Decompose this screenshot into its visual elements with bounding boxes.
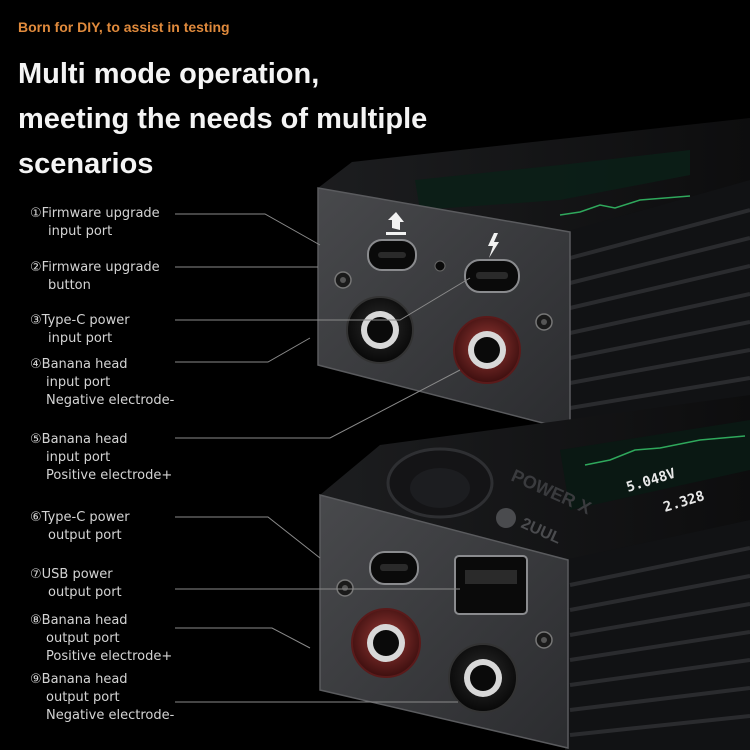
port-label-5-line-3: Positive electrode+ (46, 468, 173, 483)
port-label-4-line-1: Banana head (41, 357, 128, 372)
banana-input-positive (453, 316, 521, 384)
firmware-upgrade-button (434, 260, 446, 272)
port-label-9-line-1: Banana head (41, 672, 128, 687)
port-label-5: ⑤Banana head input port Positive electro… (30, 431, 172, 485)
upper-unit (317, 118, 750, 431)
brand-logo-icon (496, 508, 516, 528)
port-label-2: ②Firmware upgrade button (30, 259, 160, 295)
port-label-1-num: ① (30, 206, 42, 221)
port-label-7: ⑦USB power output port (30, 566, 122, 602)
port-label-5-line-2: input port (46, 450, 111, 465)
port-label-3-num: ③ (30, 313, 42, 328)
usb-power-output-port (454, 555, 528, 615)
port-label-1: ①Firmware upgrade input port (30, 205, 160, 241)
port-label-3-line-1: Type-C power (41, 313, 130, 328)
lightning-icon (488, 233, 499, 258)
banana-output-positive (351, 608, 421, 678)
upper-unit-side (565, 180, 750, 430)
leader-line-6 (175, 516, 321, 559)
leader-lines (175, 213, 471, 703)
port-label-8-num: ⑧ (30, 613, 42, 628)
banana-output-negative (448, 643, 518, 713)
port-label-6-line-2: output port (48, 528, 122, 543)
tagline: Born for DIY, to assist in testing (18, 19, 230, 35)
port-label-6-line-1: Type-C power (41, 510, 130, 525)
upper-screen (415, 150, 690, 210)
headline-line-1: Multi mode operation, (18, 58, 320, 90)
port-label-9-line-3: Negative electrode- (46, 708, 175, 723)
leader-line-3 (175, 277, 471, 321)
port-label-8-line-2: output port (46, 631, 120, 646)
leader-line-8 (175, 627, 311, 649)
headline-line-3: scenarios (18, 148, 154, 180)
lower-fins (569, 546, 750, 737)
port-label-8: ⑧Banana head output port Positive electr… (30, 612, 172, 666)
leader-line-1 (175, 213, 321, 246)
port-label-7-line-2: output port (48, 585, 122, 600)
port-label-9-line-2: output port (46, 690, 120, 705)
usb-power-output-port-tongue (465, 570, 517, 584)
port-label-1-line-1: Firmware upgrade (41, 206, 160, 221)
port-label-9: ⑨Banana head output port Negative electr… (30, 671, 174, 725)
port-label-8-line-1: Banana head (41, 613, 128, 628)
port-label-2-line-1: Firmware upgrade (41, 260, 160, 275)
lower-unit: 5.048V 2.328 POWER X 2UUL (319, 395, 750, 750)
upper-screw-right-center (541, 319, 547, 325)
upper-fins (569, 208, 750, 410)
upload-icon (386, 212, 406, 235)
port-label-7-line-1: USB power (41, 567, 113, 582)
port-label-3-line-2: input port (48, 331, 113, 346)
leader-line-5 (175, 369, 461, 439)
banana-input-negative (346, 296, 414, 364)
port-label-5-line-1: Banana head (41, 432, 128, 447)
port-label-5-num: ⑤ (30, 432, 42, 447)
port-label-2-line-2: button (48, 278, 91, 293)
port-label-6: ⑥Type-C power output port (30, 509, 130, 545)
rotary-knob-cap (410, 468, 470, 508)
upper-screw-left-center (340, 277, 346, 283)
upper-screen-graph (559, 195, 691, 216)
port-label-4-line-3: Negative electrode- (46, 393, 175, 408)
port-label-8-line-3: Positive electrode+ (46, 649, 173, 664)
lower-screen-graph (584, 435, 746, 466)
port-label-6-num: ⑥ (30, 510, 42, 525)
port-label-3: ③Type-C power input port (30, 312, 130, 348)
port-label-4-num: ④ (30, 357, 42, 372)
port-label-9-num: ⑨ (30, 672, 42, 687)
type-c-power-output-port-tongue (380, 564, 408, 571)
firmware-upgrade-input-port-tongue (378, 252, 406, 258)
headline: Multi mode operation, meeting the needs … (18, 52, 488, 187)
lower-screw-left-center (342, 585, 348, 591)
port-label-4-line-2: input port (46, 375, 111, 390)
port-label-1-line-2: input port (48, 224, 113, 239)
lower-screen (560, 420, 750, 510)
lower-screw-right-center (541, 637, 547, 643)
port-label-7-num: ⑦ (30, 567, 42, 582)
port-label-4: ④Banana head input port Negative electro… (30, 356, 174, 410)
leader-line-4 (175, 337, 311, 363)
headline-line-2: meeting the needs of multiple (18, 103, 428, 135)
port-label-2-num: ② (30, 260, 42, 275)
type-c-power-input-port-tongue (476, 272, 508, 279)
